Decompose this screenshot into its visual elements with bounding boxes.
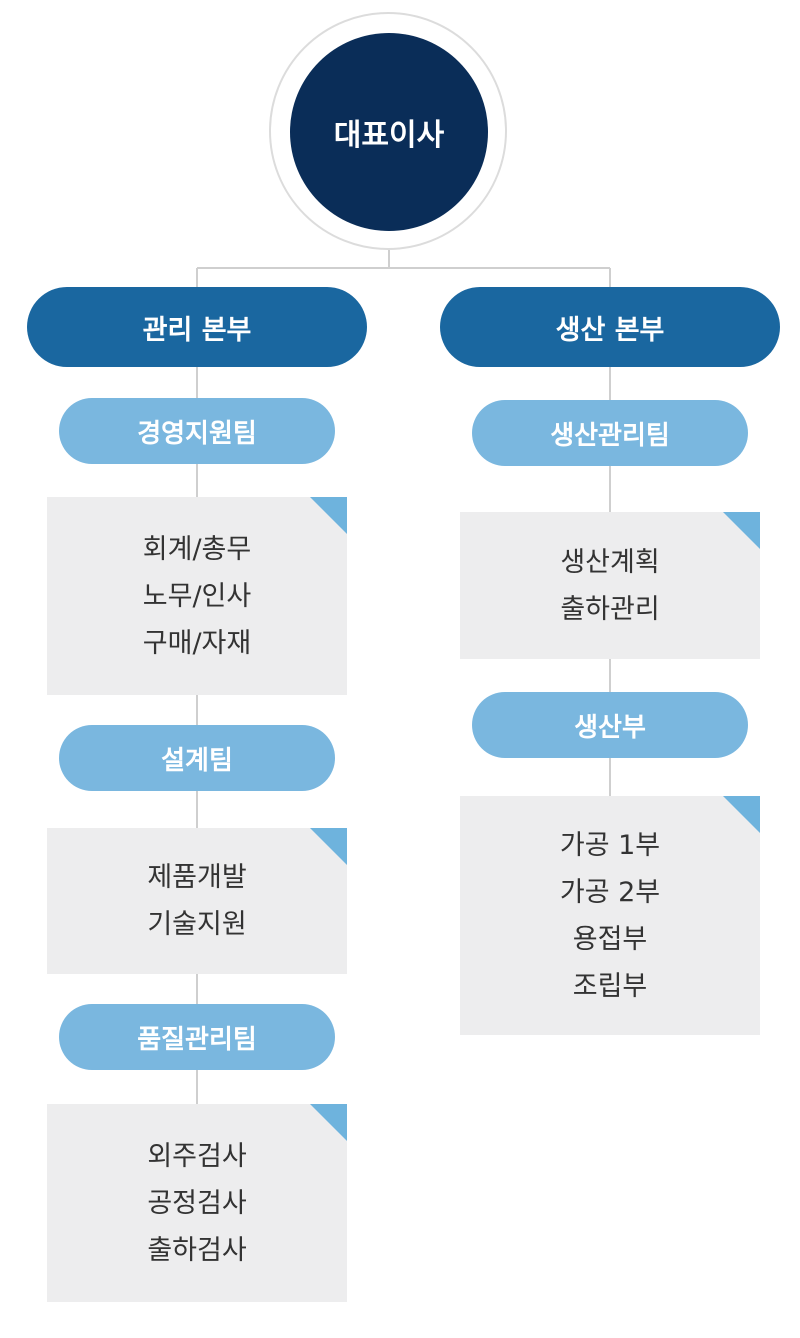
division-label: 생산 본부	[555, 314, 665, 346]
task-item: 용접부	[572, 923, 648, 955]
division-label: 관리 본부	[142, 314, 252, 346]
task-item: 기술지원	[147, 909, 247, 940]
corner-accent	[310, 497, 347, 534]
task-box-design: 제품개발 기술지원	[47, 828, 347, 974]
team-label: 경영지원팀	[137, 418, 257, 449]
division-management: 관리 본부	[27, 287, 367, 367]
task-item: 가공 2부	[559, 876, 661, 908]
task-item: 생산계획	[560, 546, 660, 578]
task-box-production-management: 생산계획 출하관리	[460, 512, 760, 659]
ceo-label: 대표이사	[333, 118, 445, 153]
corner-accent	[723, 796, 760, 833]
team-label: 생산부	[574, 712, 646, 743]
team-label: 생산관리팀	[550, 420, 670, 451]
team-production-management: 생산관리팀	[472, 400, 748, 466]
team-production: 생산부	[472, 692, 748, 758]
ceo-node: 대표이사	[290, 33, 488, 231]
corner-accent	[310, 828, 347, 865]
task-item: 제품개발	[147, 862, 247, 893]
task-item: 출하검사	[147, 1234, 247, 1266]
task-item: 공정검사	[147, 1187, 247, 1219]
task-item: 노무/인사	[142, 580, 252, 612]
division-production: 생산 본부	[440, 287, 780, 367]
task-item: 외주검사	[147, 1140, 247, 1172]
task-item: 가공 1부	[559, 829, 661, 861]
task-box-management-support: 회계/총무 노무/인사 구매/자재	[47, 497, 347, 695]
corner-accent	[310, 1104, 347, 1141]
team-label: 설계팀	[161, 745, 233, 776]
team-label: 품질관리팀	[137, 1024, 257, 1055]
task-item: 회계/총무	[142, 533, 252, 565]
task-item: 구매/자재	[142, 627, 252, 659]
team-quality-control: 품질관리팀	[59, 1004, 335, 1070]
task-box-production: 가공 1부 가공 2부 용접부 조립부	[460, 796, 760, 1035]
task-box-quality-control: 외주검사 공정검사 출하검사	[47, 1104, 347, 1302]
corner-accent	[723, 512, 760, 549]
task-item: 조립부	[572, 970, 648, 1002]
team-management-support: 경영지원팀	[59, 398, 335, 464]
team-design: 설계팀	[59, 725, 335, 791]
task-item: 출하관리	[560, 593, 660, 625]
